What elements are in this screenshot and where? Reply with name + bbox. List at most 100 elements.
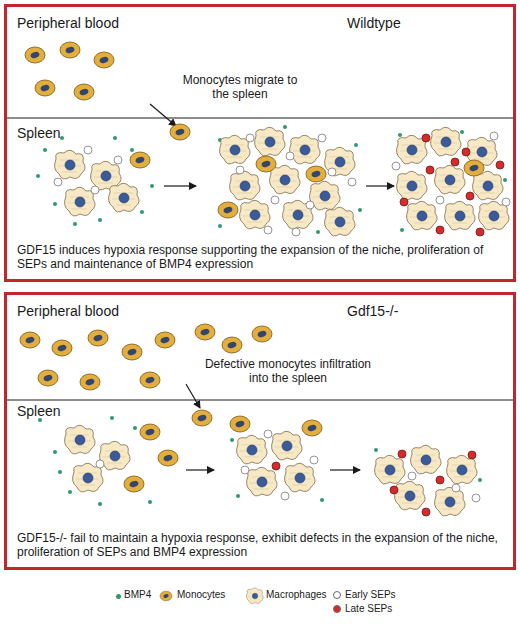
bmp4-dot (374, 448, 378, 452)
early-sep (84, 146, 92, 154)
process-note: Monocytes migrate to the spleen (175, 73, 305, 102)
bmp4-dot (43, 148, 47, 152)
macrophage-cell (55, 150, 86, 179)
early-sep (114, 156, 122, 164)
monocyte-cell (25, 47, 45, 63)
monocyte-cell (140, 424, 160, 440)
bmp4-dot (230, 438, 234, 442)
macrophage-cell (65, 425, 96, 454)
macrophage-cell (435, 487, 466, 516)
monocyte-cell (38, 370, 58, 386)
monocyte-cell (464, 160, 484, 176)
region-label: Spleen (17, 403, 137, 420)
progression-arrow (186, 469, 214, 470)
blood-spleen-boundary (6, 118, 514, 119)
legend-monocyte-sample (160, 591, 172, 601)
macrophage-cell (65, 187, 96, 216)
macrophage-cell (270, 165, 301, 194)
late-sep (451, 158, 459, 166)
legend-swatch (116, 594, 121, 599)
early-sep (392, 162, 400, 170)
migration-arrow (186, 384, 200, 408)
monocyte-cell (195, 324, 215, 340)
bmp4-dot (140, 210, 144, 214)
monocyte-cell (35, 80, 55, 96)
macrophage-cell (247, 467, 278, 496)
legend-text: BMP4 (124, 589, 151, 601)
monocyte-cell (170, 124, 190, 140)
macrophage-cell (325, 207, 356, 236)
macrophage-cell (375, 455, 406, 484)
caption-text: GDF15 induces hypoxia response supportin… (17, 243, 503, 272)
bmp4-dot (148, 500, 152, 504)
bmp4-dot (150, 184, 154, 188)
macrophage-cell (109, 183, 140, 212)
monocyte-cell (74, 84, 94, 100)
monocyte-cell (306, 166, 326, 182)
region-label: Peripheral blood (17, 303, 217, 320)
blood-spleen-boundary (6, 400, 514, 401)
bmp4-dot (98, 502, 102, 506)
monocyte-cell (94, 52, 114, 68)
early-sep (281, 492, 289, 500)
early-sep (96, 460, 104, 468)
monocyte-cell (158, 450, 178, 466)
early-sep (292, 228, 300, 236)
bmp4-dot (130, 148, 134, 152)
bmp4-dot (460, 130, 464, 134)
macrophage-cell (325, 147, 356, 176)
progression-arrow (366, 185, 394, 186)
macrophage-cell (283, 200, 314, 229)
early-sep (241, 466, 249, 474)
macrophage-cell (407, 201, 438, 230)
bmp4-dot (113, 136, 117, 140)
macrophage-cell (272, 431, 303, 460)
bmp4-dot (400, 228, 404, 232)
early-sep (490, 132, 498, 140)
monocyte-cell (218, 202, 238, 218)
bmp4-dot (133, 426, 137, 430)
early-sep (328, 168, 336, 176)
macrophage-cell (285, 463, 316, 492)
monocyte-cell (88, 330, 108, 346)
monocyte-cell (192, 410, 212, 426)
late-sep (466, 192, 474, 200)
legend-text: Macrophages (266, 589, 327, 601)
monocyte-cell (60, 42, 80, 58)
early-sep (306, 201, 314, 209)
legend-swatch (333, 605, 341, 613)
early-sep (436, 196, 444, 204)
macrophage-cell (447, 455, 478, 484)
legend-swatch (333, 591, 341, 599)
macrophage-cell (237, 435, 268, 464)
monocyte-cell (155, 332, 175, 348)
condition-label: Wildtype (347, 15, 507, 32)
monocyte-cell (52, 340, 72, 356)
macrophage-cell (255, 127, 286, 156)
macrophage-cell (435, 165, 466, 194)
late-sep (400, 198, 408, 206)
bmp4-dot (110, 416, 114, 420)
macrophage-cell (290, 135, 321, 164)
macrophage-cell (397, 171, 428, 200)
early-sep (348, 178, 356, 186)
bmp4-dot (503, 178, 507, 182)
late-sep (468, 451, 476, 459)
monocyte-cell (256, 156, 276, 172)
monocyte-cell (252, 326, 272, 342)
condition-label: Gdf15-/- (347, 303, 507, 320)
bmp4-dot (98, 218, 102, 222)
late-sep (390, 486, 398, 494)
macrophage-cell (100, 441, 131, 470)
legend-text: Early SEPs (345, 589, 396, 601)
legend-text: Late SEPs (345, 603, 392, 615)
region-label: Spleen (17, 125, 137, 142)
late-sep (496, 161, 504, 169)
caption-text: GDF15-/- fail to maintain a hypoxia resp… (17, 531, 503, 560)
early-sep (264, 226, 272, 234)
late-sep (462, 148, 470, 156)
bmp4-dot (36, 174, 40, 178)
bmp4-dot (320, 498, 324, 502)
early-sep (264, 430, 272, 438)
